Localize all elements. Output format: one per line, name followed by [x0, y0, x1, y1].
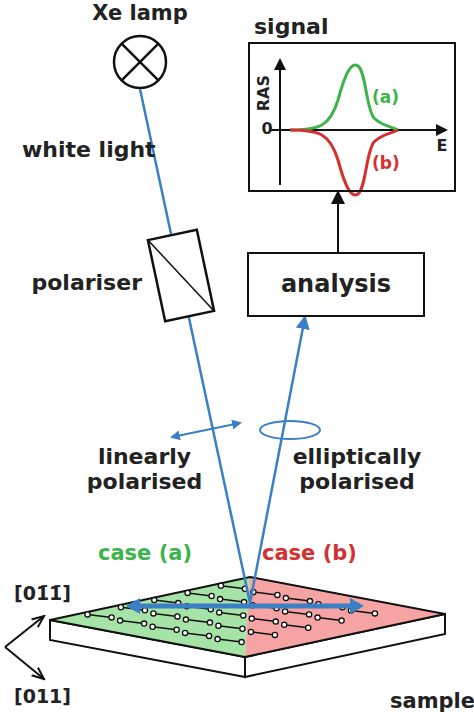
polariser-box: polariser: [152, 228, 210, 323]
lamp-node: Xe lamp: [113, 35, 167, 89]
node-label: Xe lamp: [83, 1, 197, 25]
case-label: case (b): [262, 541, 392, 565]
polariser-symbol: [152, 228, 210, 323]
axis-label: [011]: [14, 686, 104, 708]
node-label: sample: [390, 689, 474, 713]
polarisation-label: elliptically polarised: [262, 444, 452, 495]
signal-arrow: [337, 192, 339, 252]
signal-plot-box: signal: [248, 42, 456, 192]
analysis-box: analysis: [247, 252, 425, 317]
signal-plot: [270, 60, 446, 195]
axis-label: RAS: [255, 69, 273, 117]
light-beam: [189, 317, 250, 603]
crystal-axes: [5, 616, 44, 679]
axis-label: 0: [258, 120, 276, 138]
polarisation-label: linearly polarised: [62, 444, 227, 495]
lamp-symbol: [114, 36, 166, 88]
beam-label: white light: [22, 137, 222, 162]
sample-node: sample: [50, 603, 445, 715]
axis-label: E: [432, 137, 452, 155]
linear-polarisation-symbol: [172, 423, 240, 437]
curve-label: (b): [372, 154, 412, 174]
case-label: case (a): [98, 541, 228, 565]
node-label: analysis: [249, 254, 423, 315]
node-label: signal: [254, 14, 374, 39]
curve-label: (a): [372, 88, 412, 108]
node-label: polariser: [2, 270, 142, 295]
axis-label: [01̄1̄]: [14, 583, 104, 605]
elliptical-polarisation-symbol: [260, 421, 320, 439]
